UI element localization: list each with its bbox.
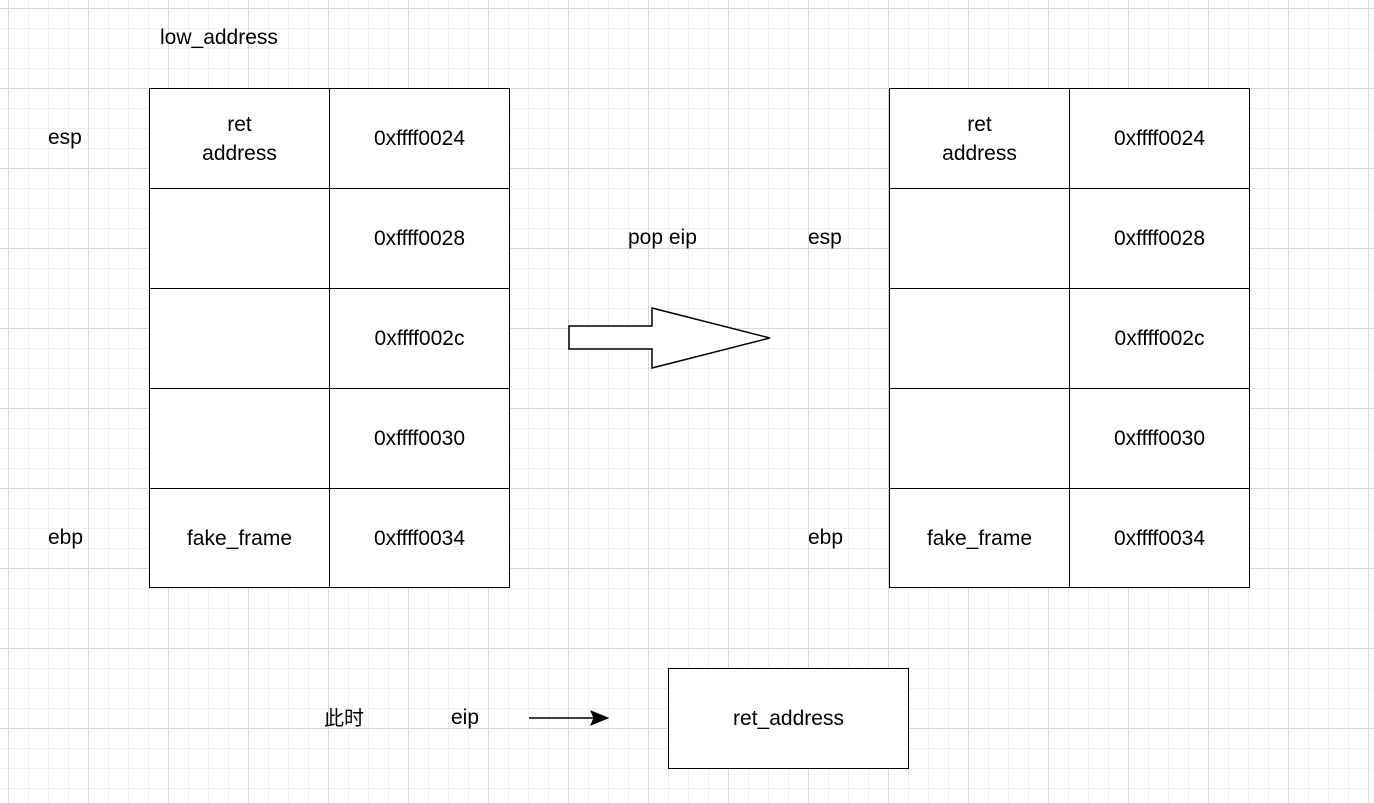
right-esp-label: esp	[808, 226, 842, 249]
left-stack-content-cell: ret address	[149, 88, 330, 189]
right-stack-table: ret address 0xffff0024 0xffff0028 0xffff…	[889, 88, 1250, 588]
right-stack-content-cell: fake_frame	[889, 488, 1070, 588]
left-stack-content-cell	[149, 388, 330, 489]
left-stack-address-cell: 0xffff0034	[329, 488, 510, 588]
right-stack-content-cell	[889, 288, 1070, 389]
left-stack-table: ret address 0xffff0024 0xffff0028 0xffff…	[149, 88, 510, 588]
result-register-label: eip	[451, 706, 480, 729]
right-ebp-label: ebp	[808, 526, 844, 549]
left-stack-content-cell	[149, 288, 330, 389]
right-stack-address-cell: 0xffff0034	[1069, 488, 1250, 588]
left-esp-label: esp	[48, 126, 82, 149]
right-stack-address-cell: 0xffff0028	[1069, 188, 1250, 289]
left-stack-address-cell: 0xffff0024	[329, 88, 510, 189]
result-prefix-label: 此时	[324, 706, 364, 730]
right-stack-content-cell	[889, 388, 1070, 489]
pop-eip-label: pop eip	[628, 226, 697, 249]
right-stack-address-cell: 0xffff0024	[1069, 88, 1250, 189]
left-stack-address-cell: 0xffff002c	[329, 288, 510, 389]
right-stack-address-cell: 0xffff002c	[1069, 288, 1250, 389]
left-stack-content-cell: fake_frame	[149, 488, 330, 588]
right-stack-content-cell	[889, 188, 1070, 289]
transition-arrow-icon	[568, 307, 771, 369]
result-value-label: ret_address	[733, 706, 844, 730]
eip-arrow-head-icon	[590, 710, 610, 726]
left-stack-address-cell: 0xffff0030	[329, 388, 510, 489]
low-address-label: low_address	[160, 26, 278, 49]
result-value-box: ret_address	[668, 668, 909, 769]
left-stack-address-cell: 0xffff0028	[329, 188, 510, 289]
right-stack-address-cell: 0xffff0030	[1069, 388, 1250, 489]
right-stack-content-cell: ret address	[889, 88, 1070, 189]
left-stack-content-cell	[149, 188, 330, 289]
left-ebp-label: ebp	[48, 526, 84, 549]
